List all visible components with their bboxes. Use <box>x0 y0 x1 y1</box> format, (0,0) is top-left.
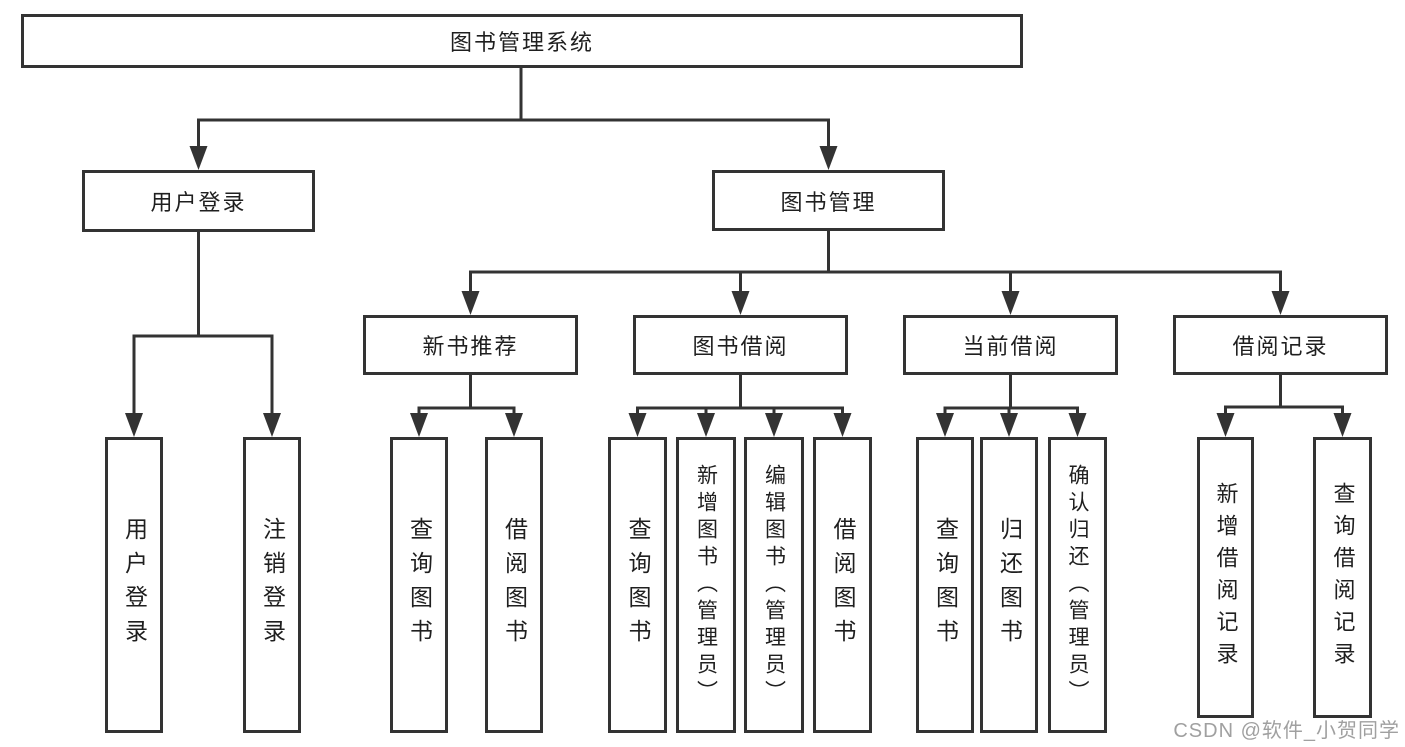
leaf-add-books-admin: 新增图书（管理员） <box>676 437 736 733</box>
leaf-add-books-admin-label: 新增图书（管理员） <box>694 463 718 707</box>
leaf-user-login: 用户登录 <box>105 437 163 733</box>
leaf-edit-books-admin-label: 编辑图书（管理员） <box>762 463 786 707</box>
node-book-management: 图书管理 <box>712 170 945 231</box>
leaf-add-borrow-record-label: 新增借阅记录 <box>1213 481 1239 674</box>
csdn-watermark: CSDN @软件_小贺同学 <box>1173 720 1400 742</box>
node-current-borrowing-label: 当前借阅 <box>962 334 1059 359</box>
leaf-confirm-return-admin-label: 确认归还（管理员） <box>1066 463 1089 707</box>
leaf-borrow-books-label: 借阅图书 <box>830 517 856 653</box>
leaf-query-books-recommend: 查询图书 <box>390 437 448 733</box>
leaf-query-books-recommend-label: 查询图书 <box>406 517 433 653</box>
leaf-query-borrow-record: 查询借阅记录 <box>1313 437 1372 718</box>
leaf-logout-label: 注销登录 <box>259 517 286 653</box>
leaf-query-books-current-label: 查询图书 <box>932 517 959 653</box>
leaf-logout: 注销登录 <box>243 437 301 733</box>
leaf-query-books-current: 查询图书 <box>916 437 974 733</box>
node-book-borrowing-label: 图书借阅 <box>692 334 789 359</box>
leaf-edit-books-admin: 编辑图书（管理员） <box>744 437 804 733</box>
leaf-borrow-books-recommend: 借阅图书 <box>485 437 543 733</box>
node-book-management-label: 图书管理 <box>780 189 877 215</box>
node-user-login: 用户登录 <box>82 170 315 232</box>
node-new-book-recommend-label: 新书推荐 <box>422 334 519 359</box>
leaf-return-books: 归还图书 <box>980 437 1038 733</box>
leaf-query-books-borrowing: 查询图书 <box>608 437 667 733</box>
node-new-book-recommend: 新书推荐 <box>363 315 578 375</box>
node-root: 图书管理系统 <box>21 14 1023 68</box>
node-user-login-label: 用户登录 <box>150 190 247 215</box>
leaf-user-login-label: 用户登录 <box>121 517 148 653</box>
node-root-label: 图书管理系统 <box>449 30 594 55</box>
leaf-confirm-return-admin: 确认归还（管理员） <box>1048 437 1107 733</box>
leaf-borrow-books-recommend-label: 借阅图书 <box>501 517 528 653</box>
leaf-return-books-label: 归还图书 <box>996 517 1023 653</box>
node-borrowing-records: 借阅记录 <box>1173 315 1388 375</box>
node-book-borrowing: 图书借阅 <box>633 315 848 375</box>
node-current-borrowing: 当前借阅 <box>903 315 1118 375</box>
leaf-query-borrow-record-label: 查询借阅记录 <box>1330 481 1356 674</box>
leaf-borrow-books: 借阅图书 <box>813 437 872 733</box>
leaf-add-borrow-record: 新增借阅记录 <box>1197 437 1254 718</box>
node-borrowing-records-label: 借阅记录 <box>1232 334 1329 359</box>
leaf-query-books-borrowing-label: 查询图书 <box>625 517 651 653</box>
